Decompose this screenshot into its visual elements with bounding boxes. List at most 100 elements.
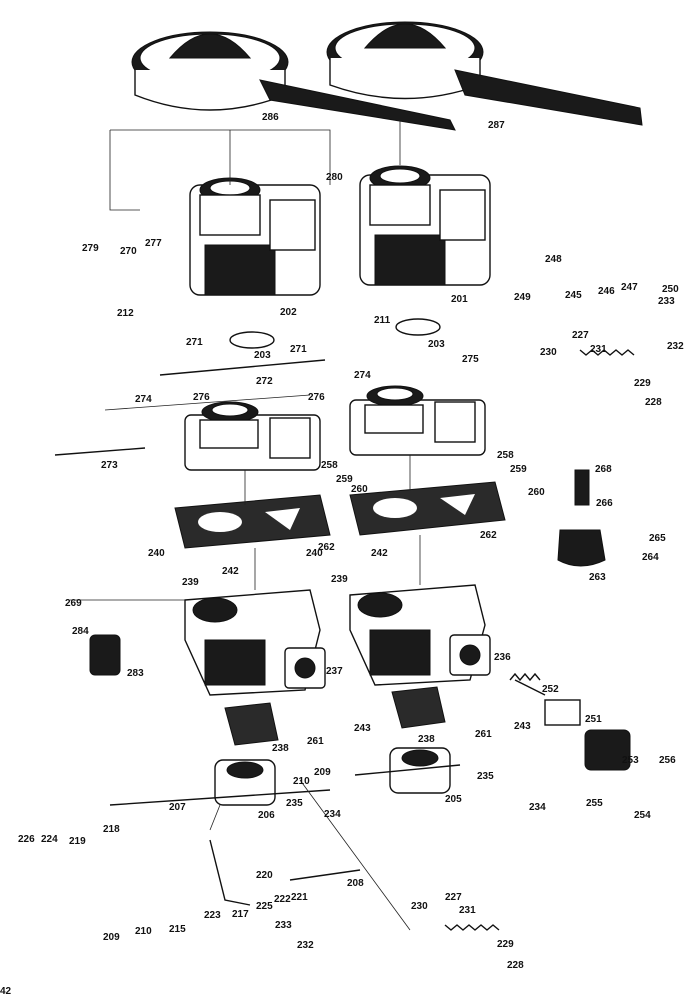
carburetor-body-left [184,589,326,696]
part-labels: 286 287 280 277 270 279 212 248 249 245 … [0,112,684,997]
page-number: 42 [0,986,12,997]
label-243: 243 [354,723,371,734]
label-286: 286 [262,112,279,123]
label-210: 210 [293,776,310,787]
label-208: 208 [347,878,364,889]
label-227b: 227 [445,892,462,903]
gasket-right [349,481,506,536]
label-232b: 232 [297,940,314,951]
label-242b: 242 [222,566,239,577]
label-269: 269 [65,598,82,609]
label-234b: 234 [324,809,341,820]
throttle-body-left [109,759,331,806]
label-231: 231 [590,344,607,355]
label-231b: 231 [459,905,476,916]
label-243b: 243 [514,721,531,732]
label-262b: 262 [318,542,335,553]
gasket-left [174,494,331,549]
label-262: 262 [480,530,497,541]
label-202: 202 [280,307,297,318]
label-261: 261 [307,736,324,747]
middle-carburetor-right [349,385,486,456]
label-275: 275 [462,354,479,365]
label-287: 287 [488,120,505,131]
label-277: 277 [145,238,162,249]
label-226: 226 [18,834,35,845]
label-247: 247 [621,282,638,293]
o-ring-left [229,331,275,349]
flange-gasket-right [391,686,446,729]
label-228: 228 [645,397,662,408]
label-251: 251 [585,714,602,725]
accelerator-pump [514,679,631,771]
label-276b: 276 [308,392,325,403]
label-250: 250 [662,284,679,295]
label-235: 235 [477,771,494,782]
label-272: 272 [256,376,273,387]
label-239: 239 [182,577,199,588]
label-229b: 229 [497,939,514,950]
label-229: 229 [634,378,651,389]
label-259b: 259 [336,474,353,485]
label-203: 203 [428,339,445,350]
fuel-filter [557,469,606,567]
throttle-lever-217 [209,839,251,906]
label-264: 264 [642,552,659,563]
label-220: 220 [256,870,273,881]
label-273: 273 [101,460,118,471]
linkage-rod-272 [159,359,326,376]
label-238: 238 [272,743,289,754]
label-219: 219 [69,836,86,847]
label-274b: 274 [135,394,152,405]
flange-gasket-left [224,702,279,746]
label-228b: 228 [507,960,524,971]
label-230: 230 [540,347,557,358]
o-ring-right [395,318,441,336]
linkage-rod-273 [54,447,146,456]
upper-carburetor-left [189,177,321,296]
label-223: 223 [204,910,221,921]
label-256: 256 [659,755,676,766]
label-227: 227 [572,330,589,341]
label-252: 252 [542,684,559,695]
middle-carburetor-left [184,401,321,471]
label-235b: 235 [286,798,303,809]
label-232: 232 [667,341,684,352]
label-240b: 240 [306,548,323,559]
label-261b: 261 [475,729,492,740]
label-207: 207 [169,802,186,813]
label-246: 246 [598,286,615,297]
label-258b: 258 [321,460,338,471]
label-205: 205 [445,794,462,805]
label-203b: 203 [254,350,271,361]
label-210b: 210 [135,926,152,937]
air-cleaner-right [326,21,643,126]
label-238b: 238 [418,734,435,745]
label-242: 242 [371,548,388,559]
label-259: 259 [510,464,527,475]
label-284: 284 [72,626,89,637]
label-254: 254 [634,810,651,821]
label-249: 249 [514,292,531,303]
label-279: 279 [82,243,99,254]
label-230b: 230 [411,901,428,912]
label-236: 236 [494,652,511,663]
throttle-body-right [354,747,461,794]
upper-carburetor-right [359,165,491,286]
carburetor-body-right [349,584,491,686]
spring-229-lower [444,924,500,931]
label-253: 253 [622,755,639,766]
label-260: 260 [528,487,545,498]
label-233b: 233 [275,920,292,931]
label-218: 218 [103,824,120,835]
label-260b: 260 [351,484,368,495]
label-263: 263 [589,572,606,583]
label-217: 217 [232,909,249,920]
label-276: 276 [193,392,210,403]
label-209: 209 [314,767,331,778]
label-280: 280 [326,172,343,183]
label-271: 271 [186,337,203,348]
spring-229-upper [579,349,635,356]
